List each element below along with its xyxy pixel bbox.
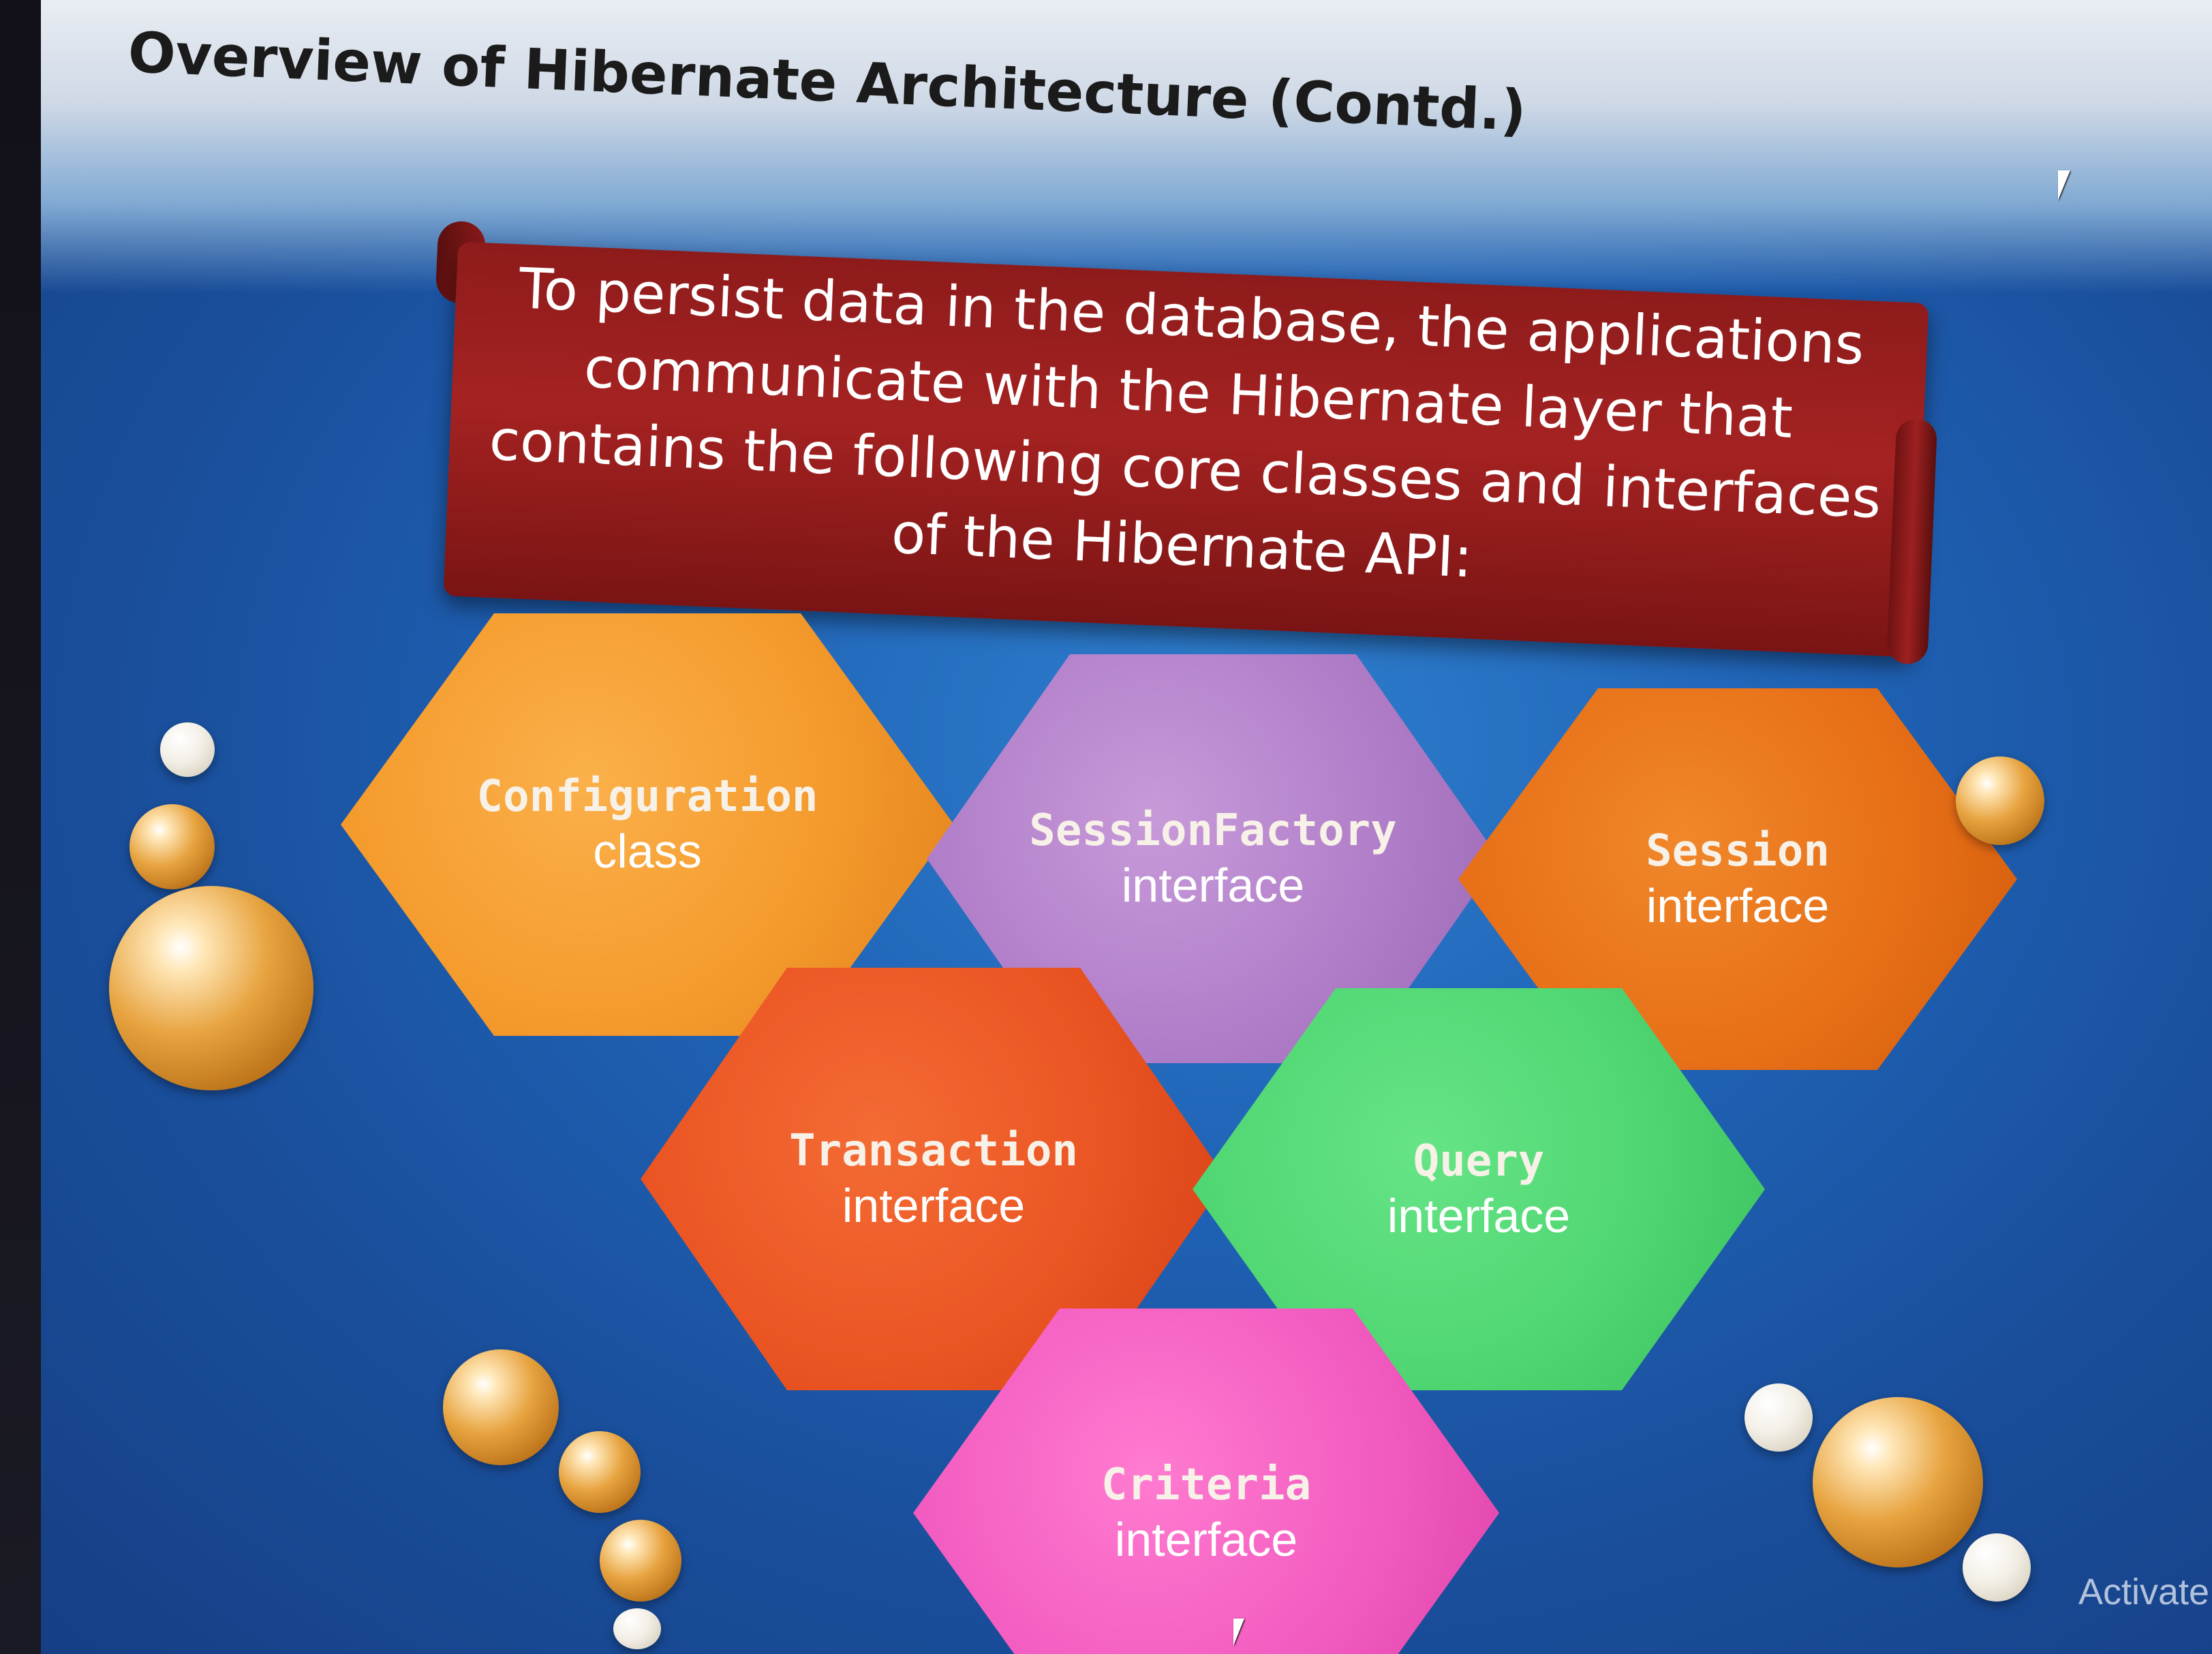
hexagon-code-label: Transaction: [789, 1126, 1078, 1176]
hexagon-code-label: Configuration: [476, 771, 818, 822]
bubble-decoration: [160, 722, 215, 777]
bubble-decoration: [613, 1608, 661, 1649]
bubble-decoration: [109, 886, 313, 1090]
hexagon-type-label: interface: [1646, 879, 1830, 932]
hexagon-type-label: interface: [1114, 1513, 1298, 1566]
banner-text: To persist data in the database, the app…: [488, 256, 1883, 591]
bubble-decoration: [443, 1349, 559, 1465]
hexagon-code-label: Session: [1646, 826, 1830, 876]
hexagon-type-label: interface: [842, 1179, 1026, 1232]
mouse-pointer-icon: [1233, 1619, 1244, 1646]
hexagon-type-label: interface: [1387, 1189, 1571, 1242]
hexagon-code-label: SessionFactory: [1029, 806, 1397, 856]
bubble-decoration: [129, 804, 215, 889]
bubble-decoration: [1963, 1533, 2031, 1602]
hexagon-code-label: Criteria: [1101, 1460, 1312, 1510]
presentation-slide: Overview of Hibernate Architecture (Cont…: [41, 0, 2212, 1654]
bubble-decoration: [1745, 1383, 1813, 1452]
slide-header-band: [41, 0, 2212, 293]
bubble-decoration: [559, 1431, 641, 1513]
mouse-pointer-icon: [2058, 170, 2070, 200]
bubble-decoration: [1813, 1397, 1983, 1567]
bubble-decoration: [600, 1520, 681, 1602]
hexagon-code-label: Query: [1413, 1136, 1545, 1186]
hexagon-type-label: class: [593, 825, 702, 878]
hexagon-type-label: interface: [1121, 859, 1305, 912]
bubble-decoration: [1956, 756, 2044, 845]
activate-windows-watermark: Activate W: [2078, 1572, 2212, 1612]
